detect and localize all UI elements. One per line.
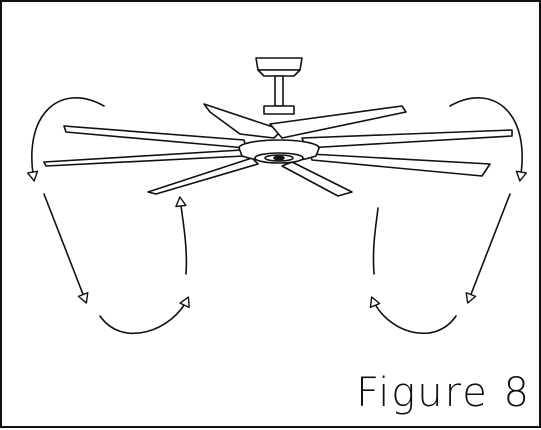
airflow-arrow-right bbox=[369, 97, 528, 334]
fan-canopy bbox=[255, 57, 303, 77]
figure-label: Figure 8 bbox=[356, 370, 531, 416]
airflow-arrow-left bbox=[26, 97, 190, 334]
motor-housing bbox=[263, 105, 295, 115]
fan-downrod bbox=[274, 75, 284, 107]
blade-hub bbox=[238, 139, 320, 164]
